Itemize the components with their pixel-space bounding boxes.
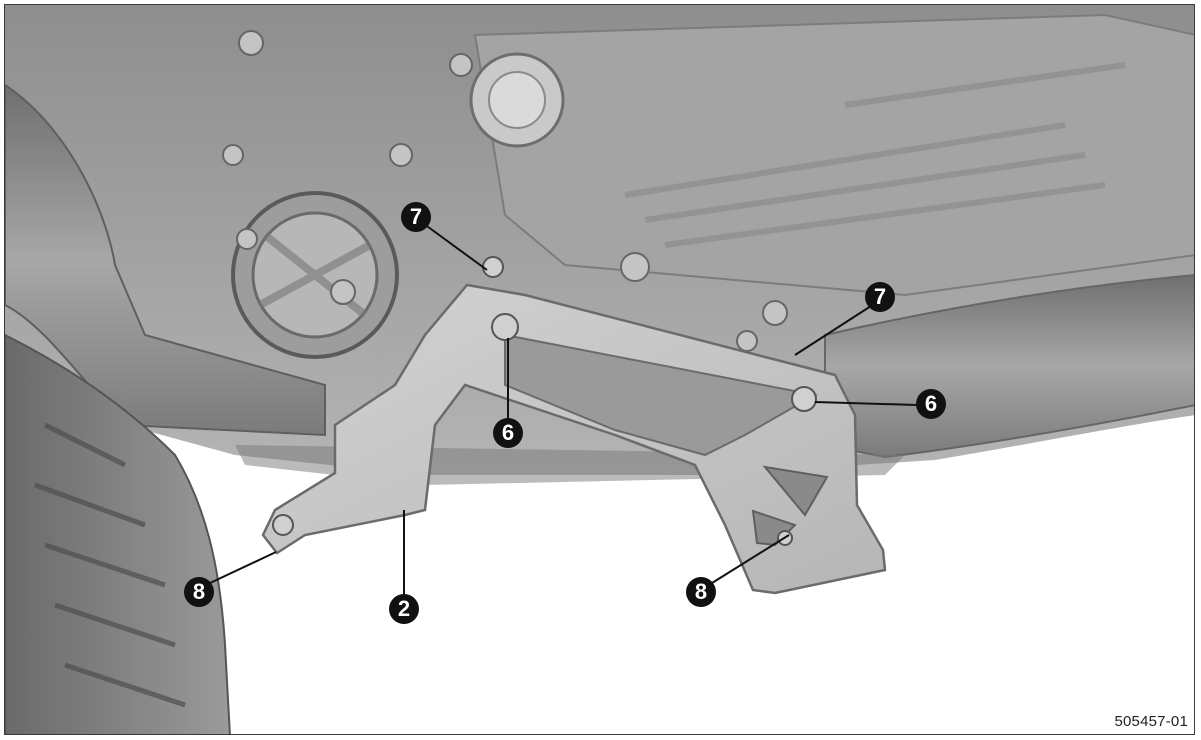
callout-7-upper-left: 7 <box>400 201 432 233</box>
callout-8-left: 8 <box>183 576 215 608</box>
crankcase <box>473 13 1194 297</box>
callout-label: 8 <box>192 579 206 604</box>
bracket <box>261 283 887 595</box>
exhaust-pipe-left <box>5 83 326 437</box>
callout-label: 6 <box>924 391 938 416</box>
exhaust-pipe-right <box>824 274 1194 459</box>
bracket-cutout-triangle <box>762 465 829 517</box>
callout-6-left: 6 <box>492 417 524 449</box>
figure-frame: 7 7 6 6 8 8 2 505457-01 <box>4 4 1195 735</box>
bracket-cutout-lower <box>751 509 797 547</box>
callout-8-right: 8 <box>685 576 717 608</box>
callout-7-upper-right: 7 <box>864 281 896 313</box>
callout-label: 7 <box>409 204 423 229</box>
callout-label: 6 <box>501 420 515 445</box>
callout-2-bracket: 2 <box>388 593 420 625</box>
bracket-bolts <box>272 256 817 546</box>
callout-6-right: 6 <box>915 388 947 420</box>
figure-id-label: 505457-01 <box>1114 713 1188 730</box>
motorcycle-engine-photo <box>5 5 1194 734</box>
callout-label: 2 <box>397 596 411 621</box>
callout-label: 8 <box>694 579 708 604</box>
leader-lines <box>209 220 918 596</box>
callout-label: 7 <box>873 284 887 309</box>
engine-bolts <box>222 30 788 352</box>
cooling-fins <box>624 62 1126 248</box>
